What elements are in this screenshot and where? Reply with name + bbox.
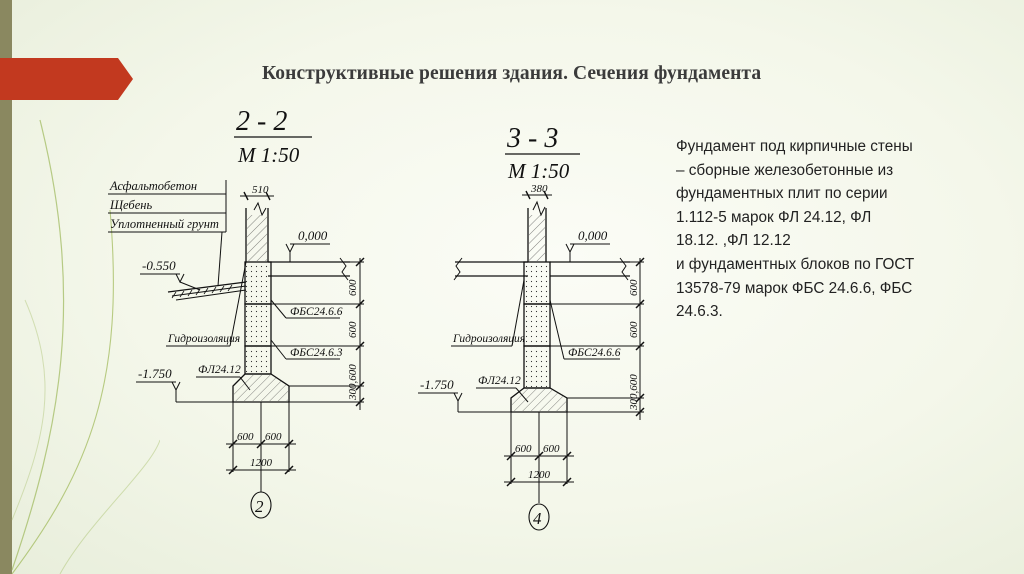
section-3-dim-600a: 600 (628, 279, 640, 296)
side-bar (0, 0, 12, 574)
decorative-curves (11, 119, 160, 574)
description-line: и фундаментных блоков по ГОСТ (676, 255, 915, 273)
section-2-dim-600b: 600 (347, 321, 359, 338)
section-3-dim-300-600: 300,600 (628, 374, 640, 411)
section-3-scale: М 1:50 (507, 159, 570, 183)
section-2-waterproofing: Гидроизоляция (167, 333, 240, 345)
section-2-dim-left: 600 (237, 431, 254, 443)
section-3-level-bottom: -1.750 (420, 377, 454, 392)
section-3-dim-right: 600 (543, 443, 560, 455)
section-2-wall-width: 510 (252, 184, 269, 196)
layer-soil-label: Уплотненный грунт (110, 217, 219, 231)
description-line: 1.112-5 марок ФЛ 24.12, ФЛ (676, 208, 872, 226)
description-line: 24.6.3. (676, 303, 723, 321)
section-2-dim-600a: 600 (347, 279, 359, 296)
section-3-title: 3 - 3 (506, 123, 558, 154)
section-2-axis-label: 2 (255, 497, 264, 516)
section-2-dim-300-600: 300,600 (347, 364, 359, 401)
section-2-scale: М 1:50 (237, 143, 300, 167)
section-2-dim-right: 600 (265, 431, 282, 443)
section-3-dim-600b: 600 (628, 321, 640, 338)
description-line: – сборные железобетонные из (676, 161, 894, 179)
section-3-level-top: 0,000 (578, 228, 608, 243)
slide-title: Конструктивные решения здания. Сечения ф… (262, 63, 762, 84)
description-line: фундаментных плит по серии (676, 185, 888, 203)
section-3-footing: ФЛ24.12 (478, 375, 521, 387)
layer-asphalt-label: Асфальтобетон (109, 179, 197, 193)
section-2-level-ground: -0.550 (142, 258, 176, 273)
section-3-waterproofing: Гидроизоляция (452, 333, 525, 345)
description-line: 13578-79 марок ФБС 24.6.6, ФБС (676, 279, 913, 297)
section-3-dim-left: 600 (515, 443, 532, 455)
section-2-block-1: ФБС24.6.6 (290, 306, 343, 318)
title-accent-arrow (0, 58, 133, 100)
section-3-axis-label: 4 (533, 509, 542, 528)
section-2-level-bottom: -1.750 (138, 366, 172, 381)
section-2-title: 2 - 2 (236, 106, 287, 137)
section-2-2: 2 - 2 М 1:50 Асфальтобетон Щебень Уплотн… (108, 106, 365, 519)
description-line: Фундамент под кирпичные стены (676, 138, 913, 155)
description-line: 18.12. ,ФЛ 12.12 (676, 232, 791, 250)
section-3-3: 3 - 3 М 1:50 380 0,000 (418, 123, 645, 531)
section-3-block-1: ФБС24.6.6 (568, 347, 621, 359)
section-2-block-2: ФБС24.6.3 (290, 347, 343, 359)
foundation-description: Фундамент под кирпичные стены – сборные … (676, 135, 976, 324)
section-2-level-top: 0,000 (298, 228, 328, 243)
section-2-footing: ФЛ24.12 (198, 364, 241, 376)
layer-gravel-label: Щебень (109, 198, 152, 212)
section-3-wall-width: 380 (530, 183, 548, 195)
